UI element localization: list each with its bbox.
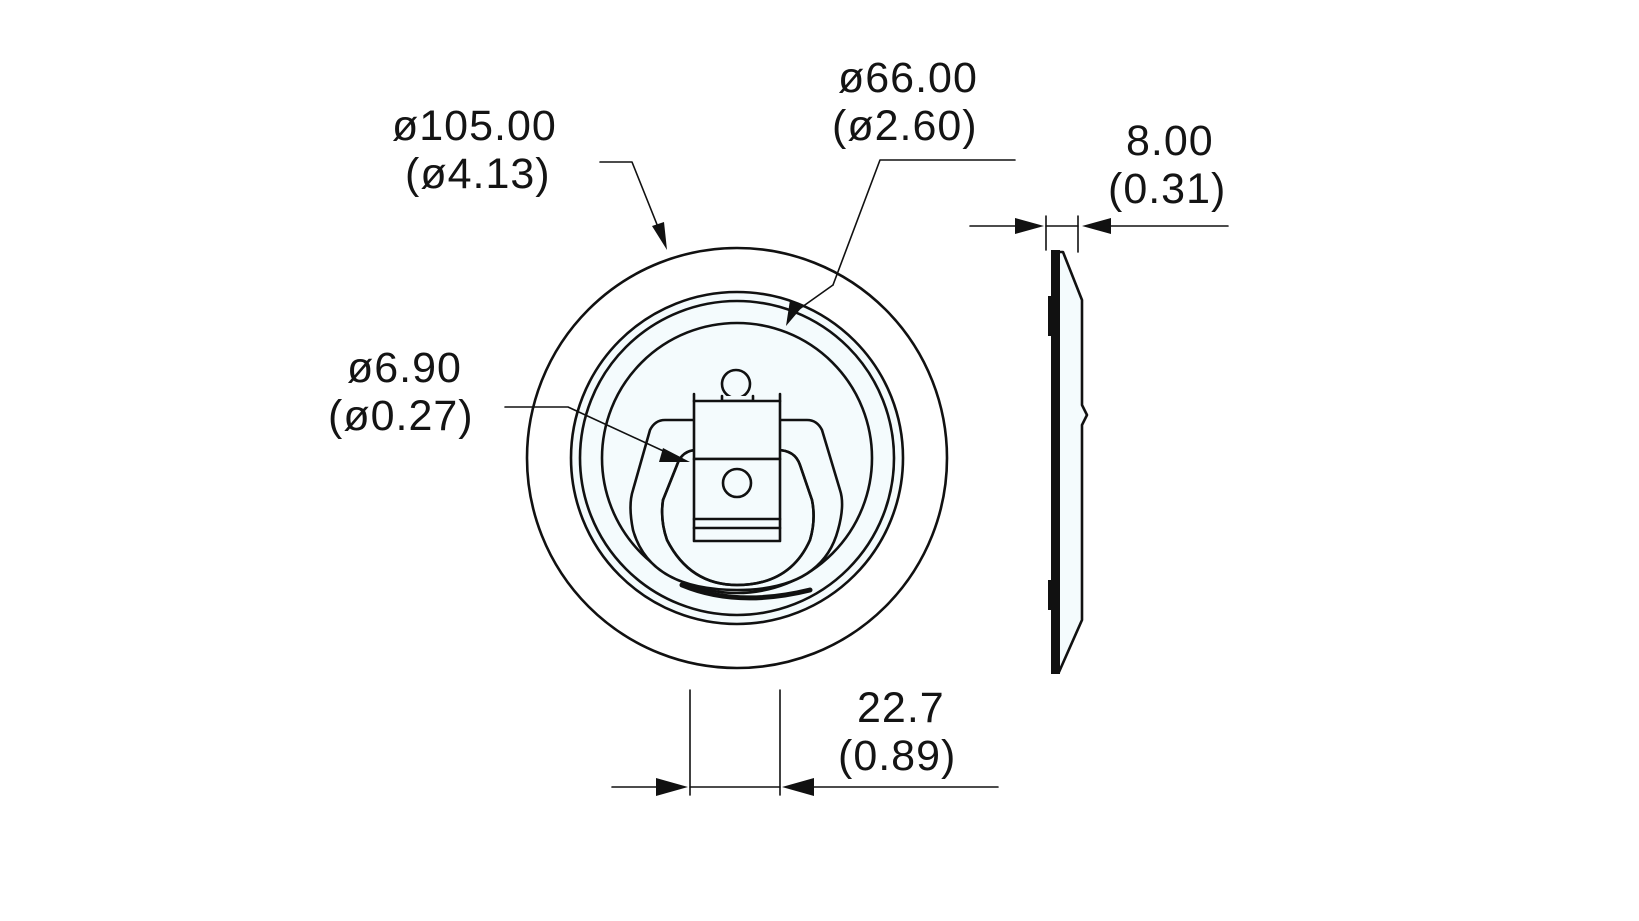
arrow-head-icon xyxy=(782,778,814,796)
recess-diameter-imperial: (ø2.60) xyxy=(832,102,978,150)
arrow-head-icon xyxy=(1015,218,1044,234)
strap-width-imperial: (0.89) xyxy=(838,732,956,780)
dimension-recess-diameter: ø66.00 (ø2.60) xyxy=(786,54,1016,326)
arrow-head-icon xyxy=(1082,218,1111,234)
front-view xyxy=(525,246,949,670)
thickness-metric: 8.00 xyxy=(1126,117,1214,165)
recess-diameter-metric: ø66.00 xyxy=(838,54,978,102)
hole-diameter-imperial: (ø0.27) xyxy=(328,392,474,440)
hole-diameter-metric: ø6.90 xyxy=(347,344,462,392)
dimension-outer-diameter: ø105.00 (ø4.13) xyxy=(392,102,667,250)
mounting-hole xyxy=(721,467,753,499)
outer-diameter-metric: ø105.00 xyxy=(392,102,557,150)
pivot-circle xyxy=(720,368,752,400)
clip-bracket xyxy=(692,392,782,543)
clip-upper-block xyxy=(692,399,782,461)
dimension-hole-diameter: ø6.90 (ø0.27) xyxy=(328,344,690,462)
dimension-strap-width: 22.7 (0.89) xyxy=(611,684,999,796)
dimension-thickness: 8.00 (0.31) xyxy=(969,117,1229,253)
arrow-head-icon xyxy=(786,300,803,326)
recess-ring-inner xyxy=(600,321,874,595)
arrow-head-icon xyxy=(656,778,688,796)
outer-diameter-imperial: (ø4.13) xyxy=(405,150,551,198)
arrow-head-icon xyxy=(659,448,690,462)
strap-width-metric: 22.7 xyxy=(857,684,945,732)
thickness-imperial: (0.31) xyxy=(1108,165,1226,213)
recess-ring-shadow xyxy=(679,582,813,601)
recess-ring-middle xyxy=(578,299,896,617)
profile-flange-edge xyxy=(1051,250,1060,674)
arrow-head-icon xyxy=(652,222,667,250)
side-profile-view xyxy=(1048,250,1089,674)
